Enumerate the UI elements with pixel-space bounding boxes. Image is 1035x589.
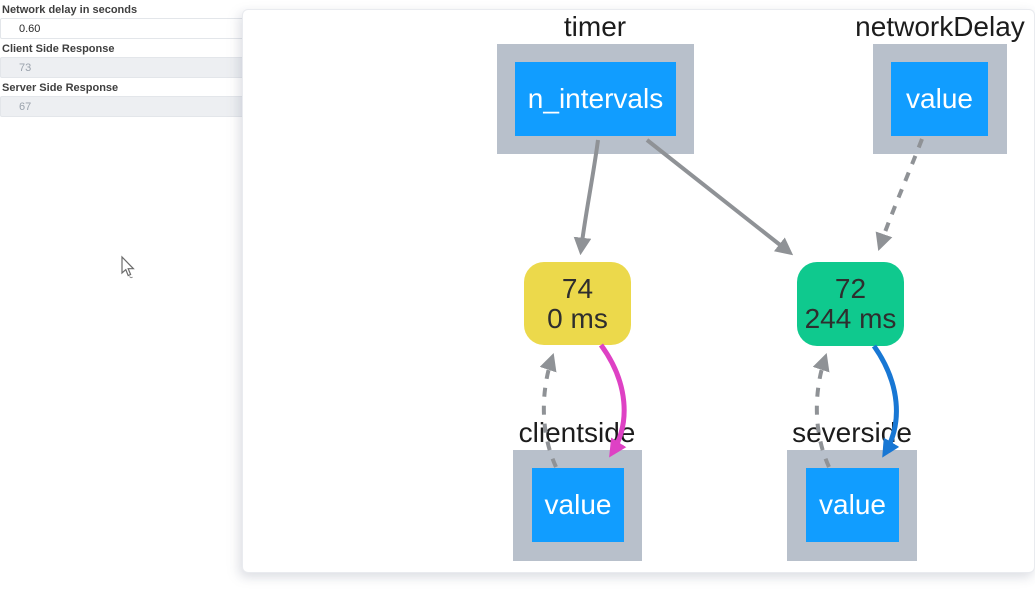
component-label-networkdelay: networkDelay	[855, 11, 1025, 42]
callback-clientside-count: 74	[561, 272, 594, 304]
callback-node-serverside[interactable]: 72 244 ms	[797, 262, 904, 346]
server-side-response-input	[0, 96, 256, 117]
callback-serverside-duration: 244 ms	[804, 303, 897, 334]
property-node-n-intervals[interactable]: n_intervals	[515, 62, 676, 136]
callback-clientside-duration: 0 ms	[547, 302, 608, 334]
property-node-networkdelay-value[interactable]: value	[891, 62, 988, 136]
network-delay-input[interactable]	[0, 18, 256, 39]
callback-serverside-count: 72	[834, 273, 867, 304]
control-form: Network delay in seconds Client Side Res…	[0, 0, 256, 117]
client-side-response-input	[0, 57, 256, 78]
client-side-response-label: Client Side Response	[2, 43, 115, 55]
property-node-clientside-value[interactable]: value	[532, 468, 624, 542]
server-side-response-label: Server Side Response	[2, 82, 119, 94]
mouse-cursor-icon	[121, 255, 135, 279]
component-label-severside: severside	[792, 417, 912, 448]
callback-node-clientside[interactable]: 74 0 ms	[524, 262, 631, 345]
component-label-timer: timer	[563, 11, 627, 42]
component-label-clientside: clientside	[518, 417, 636, 448]
network-delay-label: Network delay in seconds	[2, 4, 138, 16]
property-node-severside-value[interactable]: value	[806, 468, 899, 542]
